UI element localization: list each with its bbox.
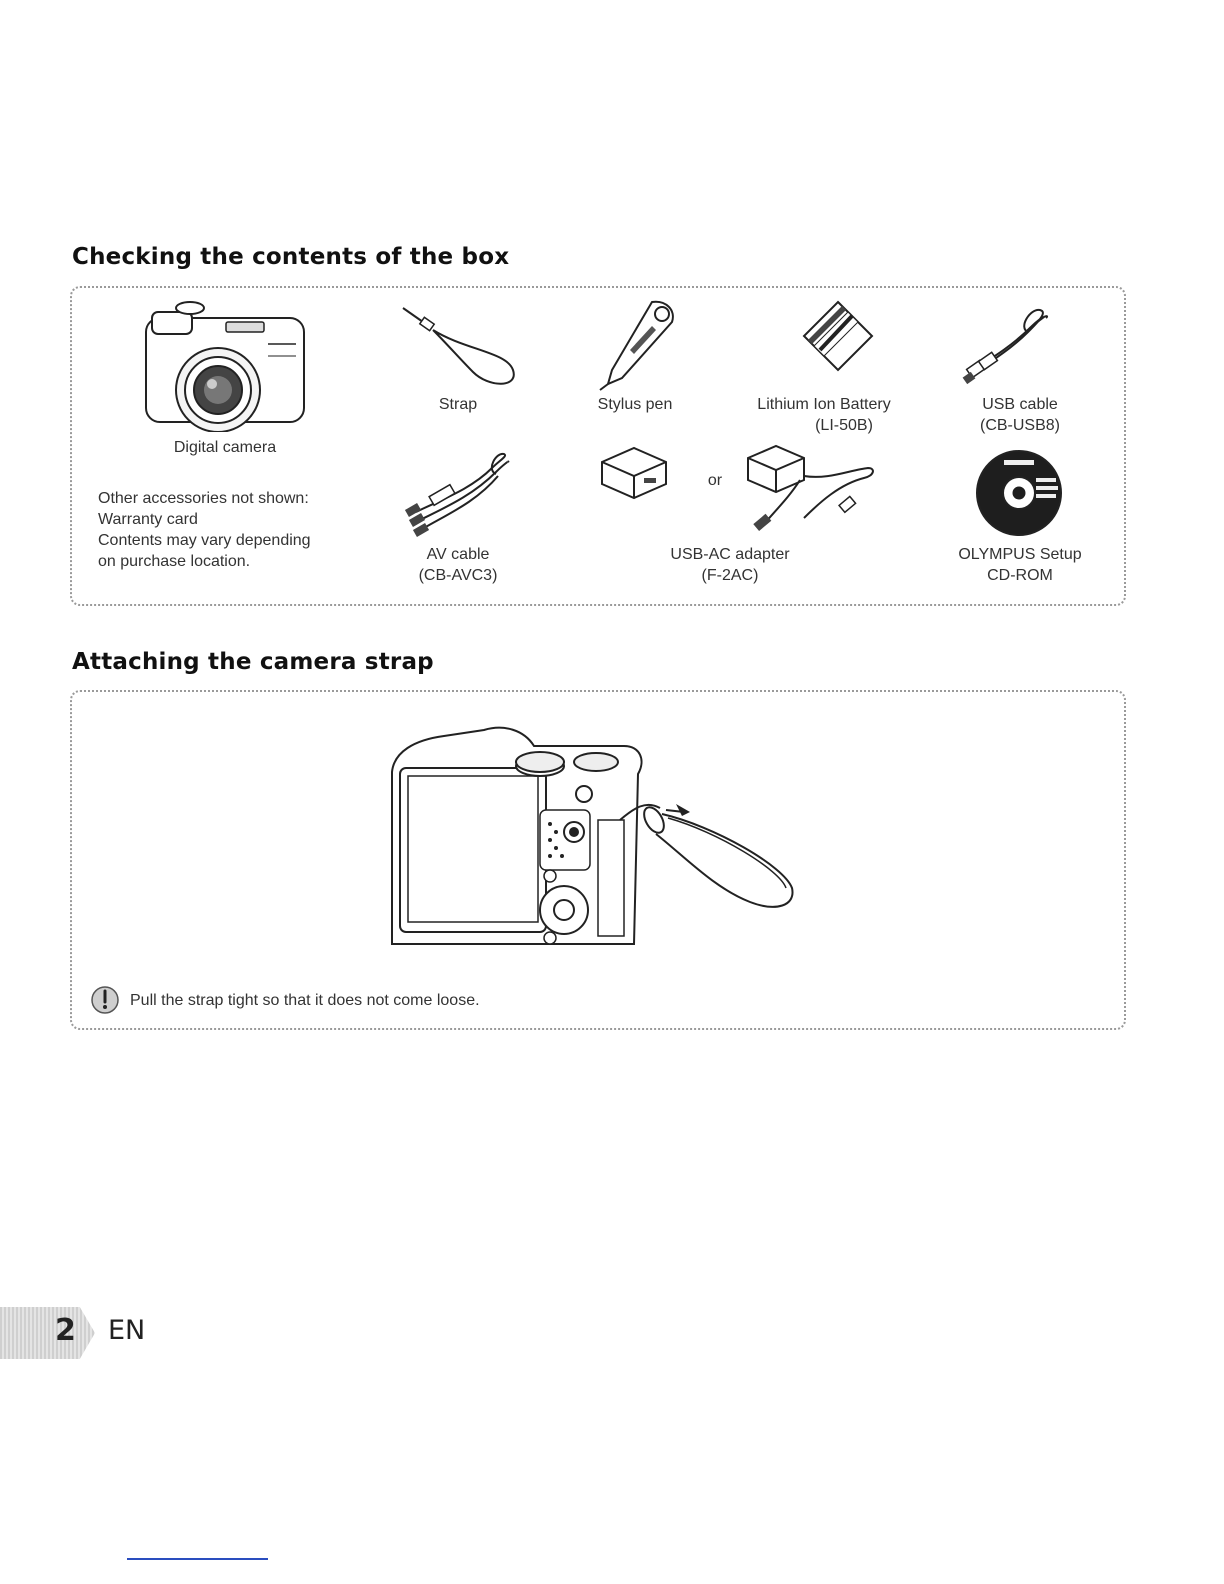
language-code: EN [108,1315,146,1346]
item-label-usb-ac-adapter: USB-AC adapter (F-2AC) [670,546,790,584]
item-label-cdrom: OLYMPUS Setup CD-ROM [958,546,1082,584]
item-label-stylus-pen: Stylus pen [597,396,673,413]
cdrom-illustration [976,450,1062,536]
battery-illustration [802,300,874,372]
item-label-digital-camera: Digital camera [173,439,277,456]
adapter-or-text: or [707,472,723,489]
usb-ac-adapter-illustration [601,446,667,500]
page-number-tab [0,1307,95,1359]
other-accessories-note: Other accessories not shown: Warranty ca… [98,490,311,570]
strap-caution-note: Pull the strap tight so that it does not… [130,992,480,1009]
usb-cable-illustration [962,308,1048,385]
item-label-strap: Strap [438,396,478,413]
item-label-usb-cable: USB cable (CB-USB8) [979,396,1060,434]
digital-camera-illustration [145,301,305,432]
contents-section-title: Checking the contents of the box [72,244,510,270]
contents-box [70,286,1126,606]
strap-section-title: Attaching the camera strap [72,649,434,675]
caution-icon [91,986,119,1014]
usb-ac-adapter-with-cable-illustration [747,444,874,531]
strap-box [70,690,1126,1030]
strap-illustration [402,307,515,385]
av-cable-illustration [404,452,510,537]
item-label-battery: Lithium Ion Battery (LI-50B) [757,396,891,434]
camera-strap-attachment-illustration [391,726,794,945]
stylus-pen-illustration [599,300,674,391]
page-number: 2 [55,1313,76,1348]
item-label-av-cable: AV cable (CB-AVC3) [418,546,498,584]
bottom-rule [127,1558,268,1560]
